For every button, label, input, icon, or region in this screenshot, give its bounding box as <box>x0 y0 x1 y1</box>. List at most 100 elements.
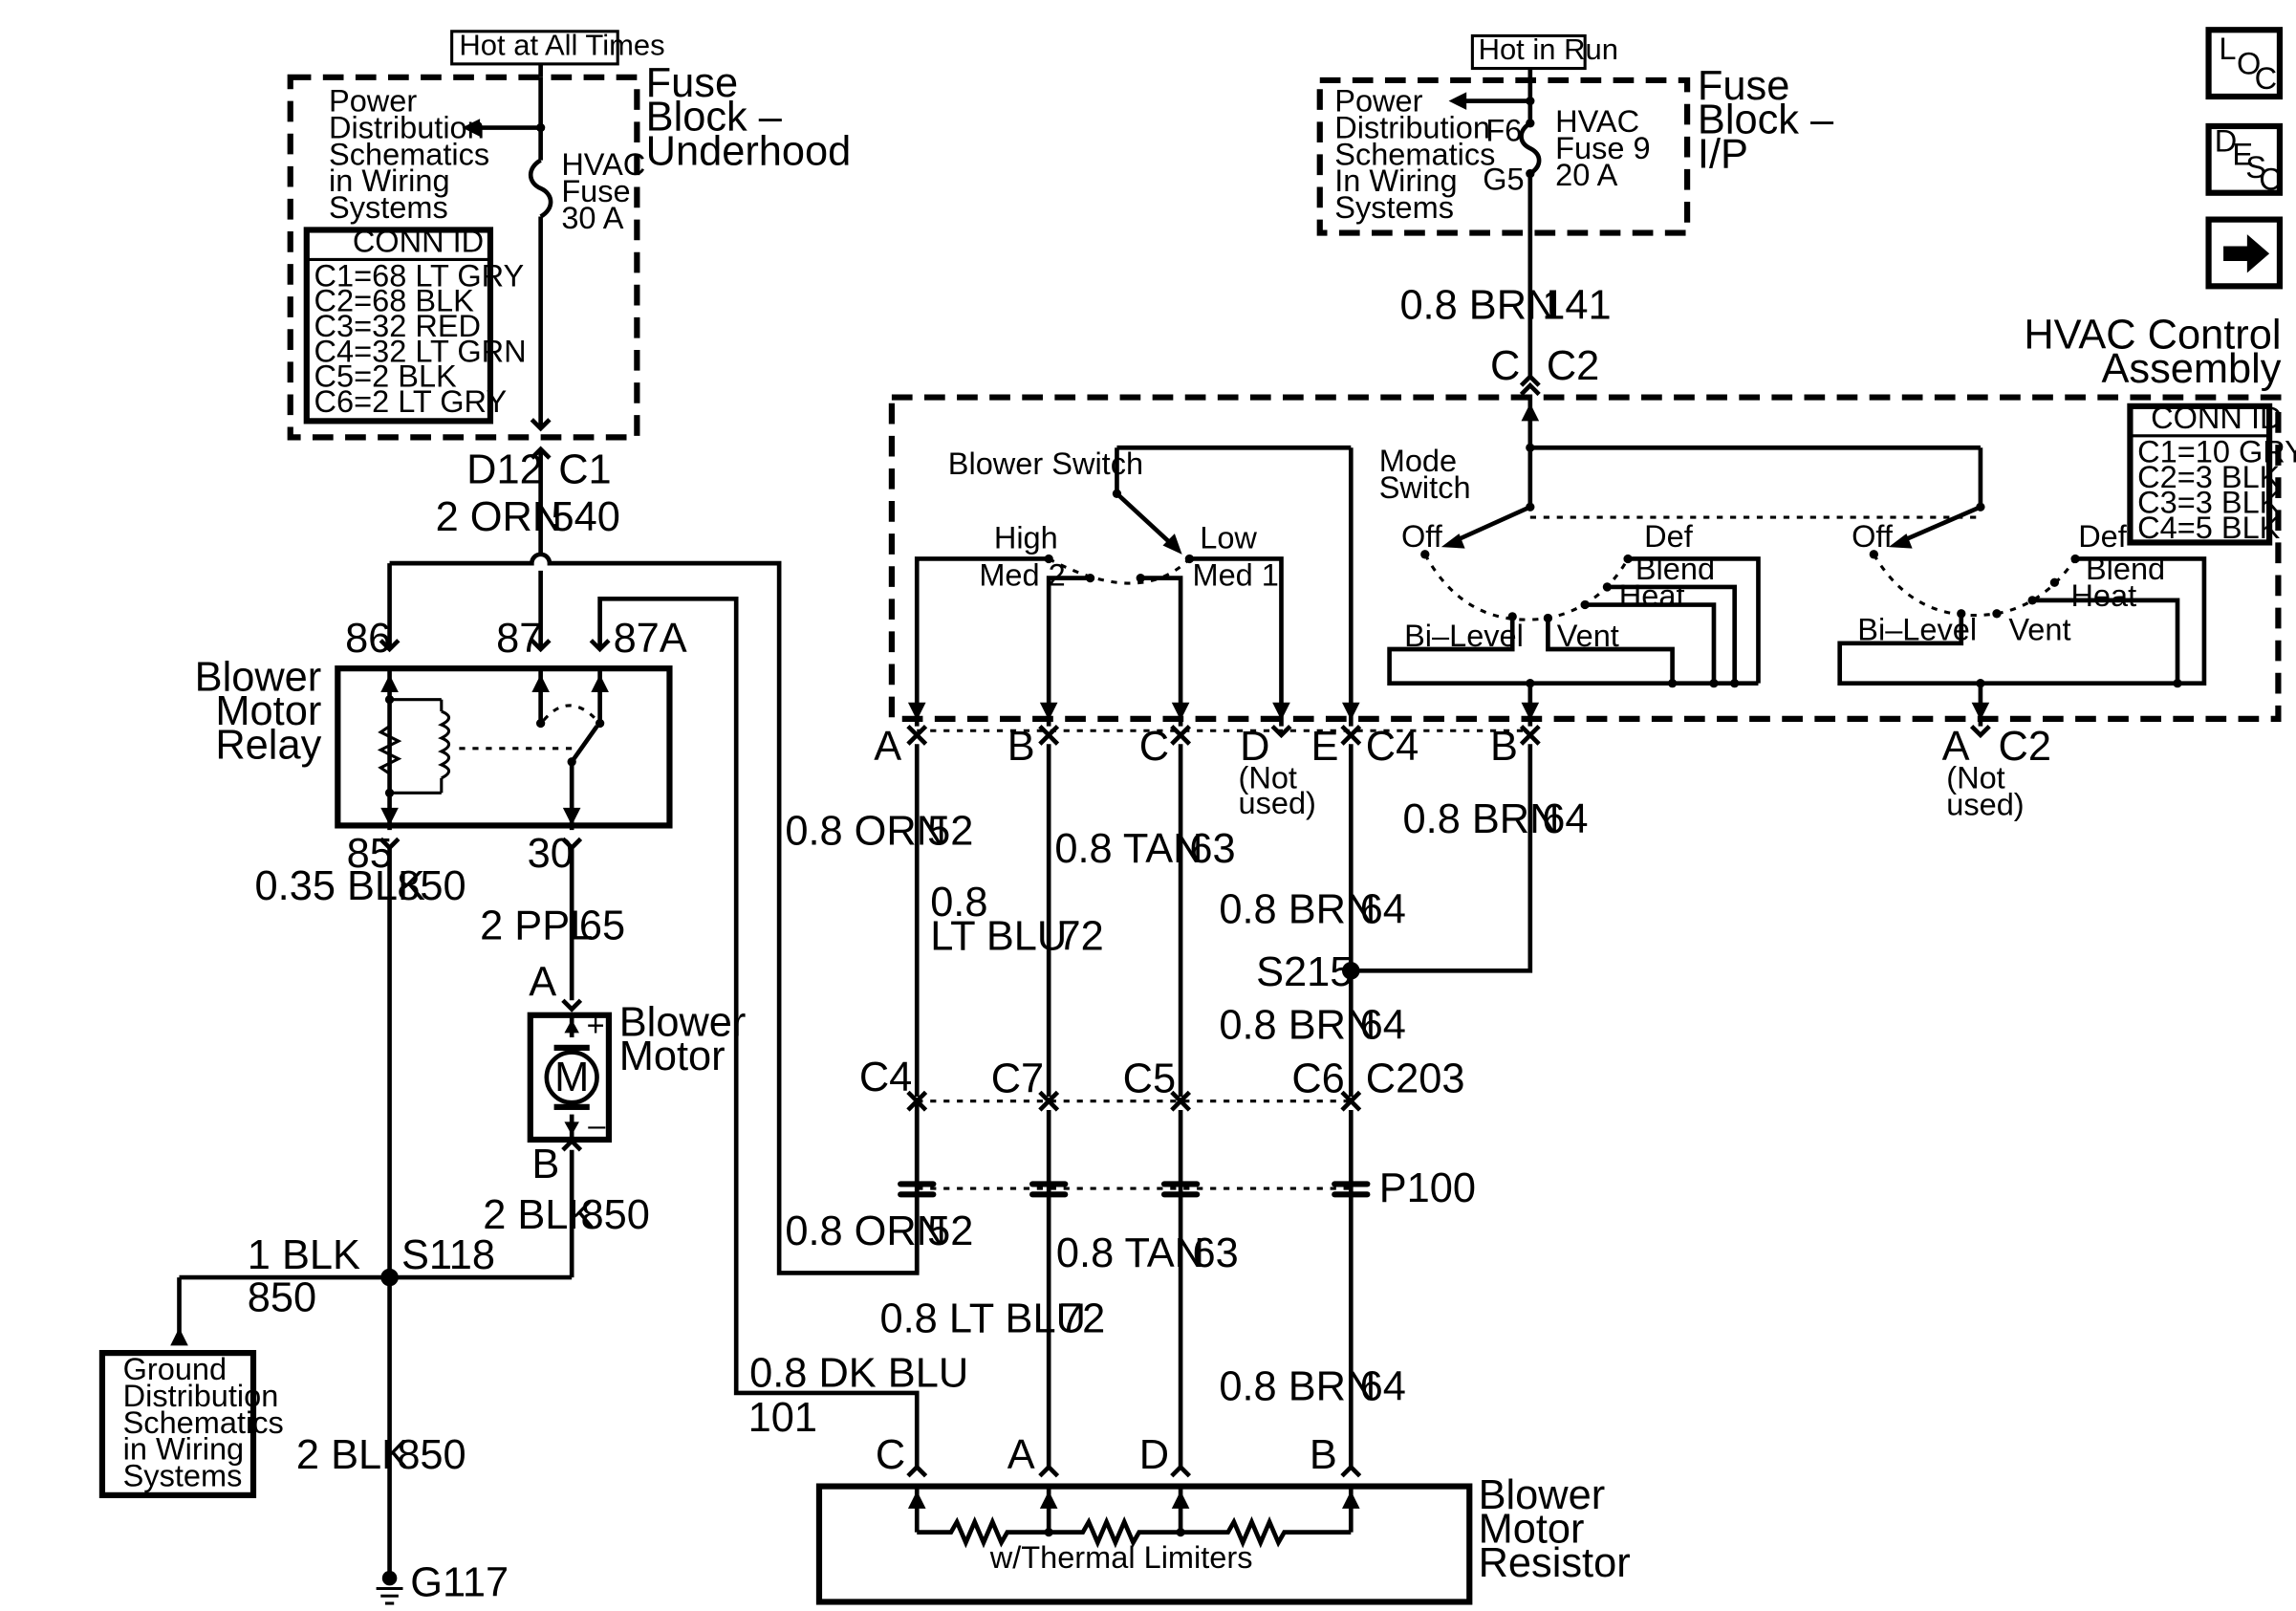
desc-letter: S <box>2245 150 2266 185</box>
blower-motor: A M + – Blower Motor B 2 BLK 850 <box>389 960 747 1280</box>
conn-id-entry: C2=68 BLK <box>314 284 475 318</box>
conn-id-entry: C5=2 BLK <box>314 359 458 394</box>
ground-circuit: S118 1 BLK 850 Ground Distribution Schem… <box>98 1232 509 1605</box>
circuit-label: 63 <box>1189 826 1235 872</box>
conn-id-box <box>303 227 494 425</box>
not-used-label: used) <box>1239 786 1316 820</box>
circuit-label: 65 <box>579 903 625 949</box>
motor-polarity: + <box>587 1008 605 1042</box>
ground-distribution-box <box>98 1350 257 1498</box>
fuse-block-title-2: Block – <box>646 95 783 141</box>
mode-position-label: Heat <box>1619 578 1685 613</box>
mode-switch-label: Mode <box>1379 444 1457 478</box>
pin-label: A <box>1007 1432 1035 1478</box>
conn-id-entry: C1=10 GRY <box>2137 435 2296 469</box>
power-dist-text: Distribution <box>1334 110 1490 144</box>
desc-letter: D <box>2215 123 2238 158</box>
pin-label: C4 <box>859 1055 912 1100</box>
resistor-title: Motor <box>1479 1506 1585 1552</box>
mode-position-label: Off <box>1401 519 1443 554</box>
power-dist-text: Systems <box>1334 190 1454 225</box>
desc-button[interactable]: D E S C <box>2205 122 2284 197</box>
fuse-block-ip: Hot in Run Fuse Block – I/P Power Distri… <box>1316 33 1834 397</box>
power-dist-text: In Wiring <box>1334 163 1457 198</box>
fuse-block-title-3: Underhood <box>646 128 852 174</box>
loc-letter: C <box>2255 61 2277 96</box>
next-button[interactable] <box>2205 216 2284 290</box>
blower-motor-relay: 86 87 87A Blower Motor Relay 85 30 <box>195 616 687 877</box>
wire-label: 0.8 BRN <box>1399 282 1556 328</box>
circuit-label: 64 <box>1360 1003 1406 1049</box>
wire-label: 0.8 BRN <box>1219 1364 1375 1410</box>
conn-id-entry: C6=2 LT GRY <box>314 384 508 419</box>
relay-title: Relay <box>215 723 321 769</box>
desc-letter: C <box>2259 163 2282 197</box>
fuse-pin-label: F6 <box>1485 113 1522 147</box>
wire-label: 0.8 LT BLU <box>880 1295 1086 1341</box>
pin-label: B <box>1007 724 1035 770</box>
ground-dist-text: Distribution <box>123 1379 279 1413</box>
splice-s215-icon <box>1342 961 1360 980</box>
relay-coil-icon <box>438 709 451 780</box>
wire-label: 2 ORN <box>436 494 563 540</box>
switch-position-label: High <box>994 521 1058 555</box>
mode-position-label: Def <box>1644 519 1694 554</box>
ground-label: G117 <box>410 1559 509 1605</box>
splice-label: S215 <box>1256 949 1353 995</box>
fuse-block-title-3: I/P <box>1698 131 1748 177</box>
hvac-control-assembly: HVAC Control Assembly CONN ID C1=10 GRY … <box>888 312 2296 727</box>
pin-label: C <box>1490 343 1520 389</box>
mode-position-label: Vent <box>2008 613 2070 647</box>
conn-id-entry: C4=32 LT GRN <box>314 334 527 368</box>
circuit-label: 63 <box>1192 1230 1238 1276</box>
arrow-right-icon <box>2223 234 2270 273</box>
switch-position-label: Med 1 <box>1192 557 1278 592</box>
pin-label: C6 <box>1291 1056 1344 1101</box>
resistor-icon <box>377 725 402 775</box>
c203-connector-row: C4 C7 C5 C6 C203 <box>859 1055 1465 1112</box>
blower-switch-label: Blower Switch <box>948 446 1143 481</box>
pin-label: D <box>1139 1432 1169 1478</box>
fuse-block-title-1: Fuse <box>1698 63 1789 109</box>
circuit-label: 64 <box>1360 1364 1406 1410</box>
wire-label: 0.8 TAN <box>1056 1230 1204 1276</box>
conn-id-entry: C3=32 RED <box>314 309 482 343</box>
pin-label: B <box>1490 724 1518 770</box>
wire-label: 2 BLK <box>483 1192 596 1238</box>
hvac-title: HVAC Control <box>2024 312 2281 358</box>
fuse-label: 20 A <box>1555 158 1617 192</box>
wire-label: 0.8 TAN <box>1054 826 1202 872</box>
wire-label: 0.35 BLK <box>255 863 426 909</box>
wire-label: 2 PPL <box>480 903 593 949</box>
mode-position-label: Heat <box>2070 578 2136 613</box>
pin-label: D <box>1240 724 1269 770</box>
ground-dist-text: Systems <box>123 1459 243 1493</box>
power-dist-text: Power <box>1334 83 1422 118</box>
wire-label: 2 BLK <box>296 1432 409 1478</box>
circuit-label: 52 <box>927 809 973 855</box>
loc-button[interactable]: L O C <box>2205 27 2284 100</box>
hvac-title: Assembly <box>2101 346 2281 392</box>
relay-title: Motor <box>215 688 321 734</box>
pin-label: C7 <box>991 1056 1044 1101</box>
relay-pin-label: 85 <box>347 831 393 877</box>
arrow-up-icon <box>170 1327 188 1346</box>
not-used-label: used) <box>1946 788 2024 822</box>
circuit-label: 141 <box>1542 282 1611 328</box>
loc-letter: L <box>2219 32 2236 66</box>
pin-label: D12 <box>466 446 543 492</box>
resistor-icon <box>1180 1515 1352 1549</box>
circuit-label: 64 <box>1542 796 1588 842</box>
hot-in-run-label: Hot in Run <box>1479 33 1618 66</box>
fuse-block-title-2: Block – <box>1698 98 1834 143</box>
relay-pin-label: 30 <box>528 831 574 877</box>
pin-label: E <box>1310 724 1338 770</box>
lower-wires: P100 0.8 ORN 52 0.8 TAN 63 0.8 LT BLU 72… <box>748 1109 1476 1468</box>
wire-label: 0.8 ORN <box>785 1208 946 1254</box>
pin-label: C5 <box>1123 1056 1176 1101</box>
relay-output-wires: 0.35 BLK 850 2 PPL 65 <box>255 847 625 1575</box>
motor-symbol-label: M <box>554 1055 589 1100</box>
wire-label: 0.8 BRN <box>1219 1003 1375 1049</box>
motor-title: Blower <box>619 999 747 1045</box>
